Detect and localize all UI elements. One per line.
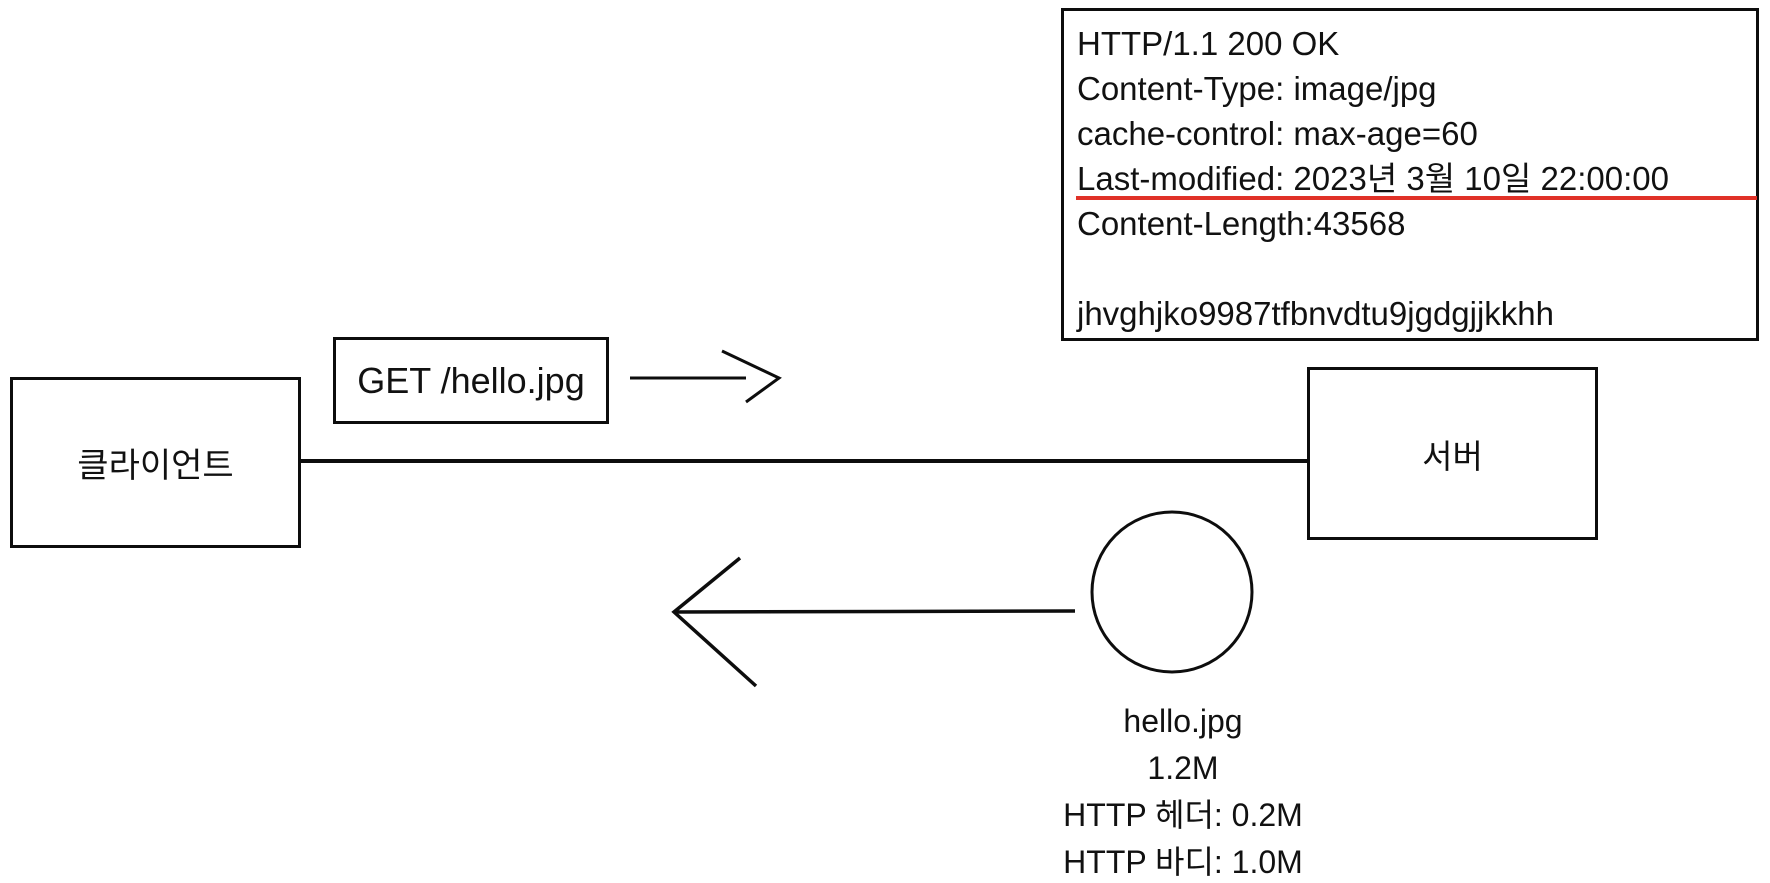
response-payload-circle [1090,510,1254,674]
client-box: 클라이언트 [10,377,301,548]
server-label: 서버 [1422,437,1483,475]
http-response-line-cache-control: cache-control: max-age=60 [1077,115,1478,152]
request-box: GET /hello.jpg [333,337,609,424]
http-response-box: HTTP/1.1 200 OK Content-Type: image/jpg … [1061,8,1759,341]
http-response-line-body: jhvghjko9987tfbnvdtu9jgdgjjkkhh [1077,295,1555,332]
http-response-line-blank [1077,246,1744,291]
last-modified-text: Last-modified: 2023년 3월 10일 22:00:00 [1077,160,1669,197]
file-caption: hello.jpg 1.2M HTTP 헤더: 0.2M HTTP 바디: 1.… [933,698,1433,883]
red-underline [1076,196,1757,200]
response-arrow [671,556,1076,688]
request-arrow [630,349,782,404]
file-caption-line-body-size: HTTP 바디: 1.0M [1063,844,1303,880]
http-response-line-content-type: Content-Type: image/jpg [1077,70,1437,107]
http-response-line-content-length: Content-Length:43568 [1077,205,1406,242]
server-box: 서버 [1307,367,1598,540]
file-caption-line-total-size: 1.2M [1147,750,1219,786]
http-response-line-status: HTTP/1.1 200 OK [1077,25,1340,62]
file-caption-line-filename: hello.jpg [1123,703,1243,739]
http-response-line-last-modified: Last-modified: 2023년 3월 10일 22:00:00 [1076,156,1757,201]
file-caption-line-header-size: HTTP 헤더: 0.2M [1063,797,1303,833]
request-label: GET /hello.jpg [357,359,585,401]
client-label: 클라이언트 [77,447,234,485]
